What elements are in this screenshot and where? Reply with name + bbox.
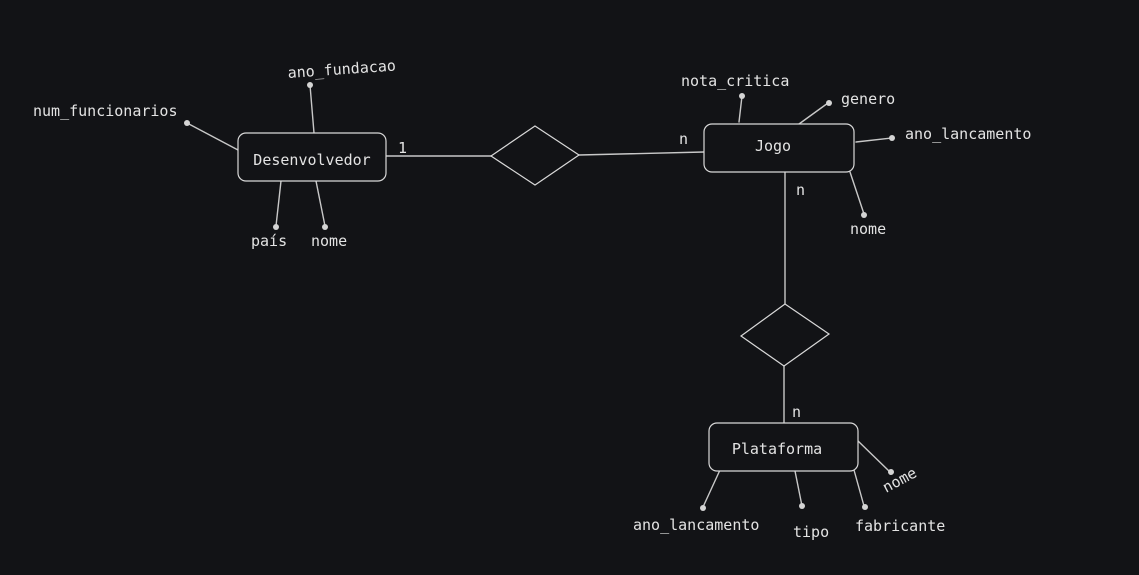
connector-ano-lancamento-jogo [855,137,893,143]
attribute-genero: genero [841,90,895,108]
entity-plataforma-box [708,422,859,472]
attribute-dot-num-funcionarios [184,120,190,126]
attribute-fabricante: fabricante [855,517,945,535]
attribute-dot-tipo [799,503,805,509]
attribute-num-funcionarios: num_funcionarios [33,102,178,120]
attribute-nota-critica: nota_critica [681,72,789,90]
attribute-dot-pais [273,224,279,230]
attribute-dot-nome-desenvolvedor [322,224,328,230]
cardinality-jogo-bottom: n [796,181,805,199]
attribute-nome-desenvolvedor: nome [311,232,347,250]
attribute-dot-nota-critica [739,93,745,99]
attribute-dot-ano-fundacao [307,82,313,88]
connector-ano-lancamento-plataforma [702,469,721,508]
attribute-nome-jogo: nome [850,220,886,238]
relationship-desenvolvedor-jogo[interactable] [489,125,581,186]
connector-nome-jogo [849,171,865,215]
connector-nome-desenvolvedor [315,180,326,227]
attribute-ano-lancamento-plataforma: ano_lancamento [633,516,759,534]
attribute-dot-ano-lancamento-jogo [889,135,895,141]
connector-relationship-to-jogo [578,151,705,156]
attribute-dot-nome-jogo [861,212,867,218]
cardinality-jogo-left: n [679,130,688,148]
entity-desenvolvedor[interactable]: Desenvolvedor [237,132,387,182]
attribute-ano-lancamento-jogo: ano_lancamento [905,125,1031,143]
connector-pais [275,180,282,227]
connector-fabricante [853,469,865,507]
relationship-jogo-plataforma[interactable] [739,303,831,367]
attribute-dot-ano-lancamento-plataforma [700,505,706,511]
attribute-tipo: tipo [793,523,829,541]
attribute-nome-plataforma: nome [879,464,919,497]
entity-jogo[interactable]: Jogo [703,123,855,173]
connector-ano-fundacao [309,84,315,134]
attribute-dot-nome-plataforma [888,469,894,475]
entity-jogo-label: Jogo [755,137,791,155]
attribute-pais: país [251,232,287,250]
connector-tipo [794,470,803,507]
connector-nota-critica [738,95,743,123]
entity-jogo-box [703,123,855,173]
cardinality-plataforma: n [792,403,801,421]
connector-nome-plataforma [856,439,891,473]
attribute-dot-genero [826,100,832,106]
connector-num-funcionarios [186,122,239,151]
entity-desenvolvedor-label: Desenvolvedor [253,151,370,169]
entity-plataforma[interactable]: Plataforma [708,422,859,472]
attribute-dot-fabricante [862,504,868,510]
entity-plataforma-label: Plataforma [732,440,822,458]
cardinality-desenvolvedor: 1 [398,139,407,157]
connector-genero [798,102,829,125]
entity-desenvolvedor-box [237,132,387,182]
attribute-ano-fundacao: ano_fundacao [287,56,396,82]
